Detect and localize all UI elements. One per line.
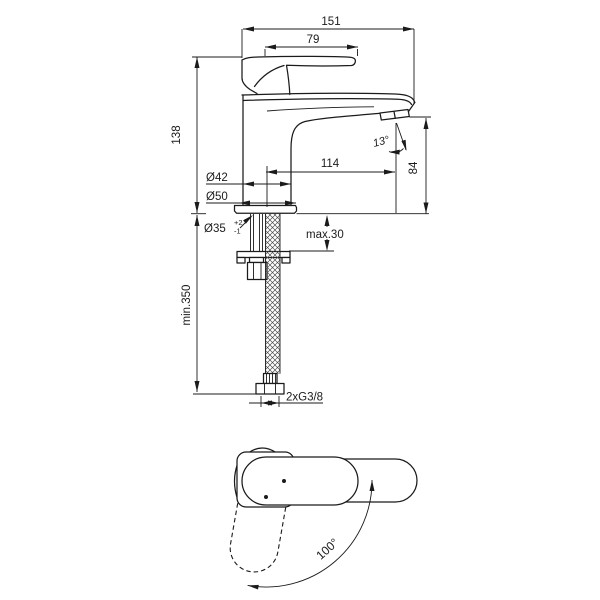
- faucet-body-outline: [233, 55, 416, 214]
- spout-reach-label: 114: [321, 158, 340, 170]
- body-top-edge: [241, 92, 416, 104]
- dim-connection-thread: 2xG3/8: [249, 392, 323, 407]
- dim-hole-diameter: Ø35 +2 -1: [204, 215, 253, 236]
- dim-handle-length: 79: [264, 34, 358, 56]
- shank-collar: [248, 256, 265, 264]
- handle-dot-upper: [282, 479, 286, 483]
- flange-tab-left: [236, 256, 246, 264]
- dim-base-diameter: Ø50: [206, 191, 296, 206]
- dim-spout-reach: 114: [266, 123, 397, 213]
- outlet-angle-label: 13°: [372, 134, 392, 150]
- top-view: 100°: [229, 447, 418, 590]
- handle-dot-lower: [264, 495, 268, 499]
- aerator: [379, 108, 410, 121]
- handle-swing-label: 100°: [313, 535, 341, 562]
- side-view: 151 79 138 114 84: [171, 16, 431, 407]
- flange-tab-right: [281, 256, 291, 264]
- dim-total-height: 138: [171, 56, 242, 213]
- handle-lever: [241, 55, 357, 96]
- body-diameter-label: Ø42: [206, 172, 228, 184]
- threaded-shank: [250, 214, 263, 252]
- min-hose-length-label: min.350: [181, 285, 193, 326]
- body-shoulder-edge: [242, 98, 413, 106]
- flexible-hose: [265, 213, 281, 374]
- hose-hex-connector: [255, 382, 285, 395]
- mounting-flange: [236, 250, 291, 259]
- total-height-label: 138: [171, 125, 183, 144]
- hole-tolerance-minus: -1: [234, 227, 241, 236]
- dim-overall-length: 151: [241, 16, 415, 103]
- connection-thread-label: 2xG3/8: [286, 392, 323, 404]
- spout-end-face: [407, 101, 416, 113]
- handle-length-label: 79: [307, 34, 320, 46]
- hole-diameter-label: Ø35: [204, 223, 226, 235]
- handle-neck-curve: [253, 64, 285, 88]
- spout-underside-curve: [290, 112, 381, 207]
- handle-plan: [241, 456, 359, 506]
- dim-body-diameter: Ø42: [206, 172, 291, 187]
- outlet-height-label: 84: [408, 161, 420, 174]
- under-deck-assembly: [236, 213, 291, 395]
- hole-tolerance-plus: +2: [234, 218, 243, 227]
- dim-outlet-angle: 13°: [372, 122, 407, 155]
- body-reflection-line: [266, 106, 375, 112]
- base-diameter-label: Ø50: [206, 191, 228, 203]
- overall-length-label: 151: [321, 16, 340, 28]
- cartridge-cap-arc: [248, 447, 277, 454]
- dim-min-hose-length: min.350: [181, 215, 256, 395]
- dim-max-deck-thickness: max.30: [289, 215, 344, 252]
- handle-back-edge: [241, 59, 258, 95]
- hose-crimp-ferrule: [262, 372, 278, 385]
- dim-outlet-height: 84: [408, 116, 431, 214]
- mounting-nut: [246, 261, 268, 281]
- base-plate: [233, 204, 298, 214]
- max-deck-thickness-label: max.30: [306, 229, 344, 241]
